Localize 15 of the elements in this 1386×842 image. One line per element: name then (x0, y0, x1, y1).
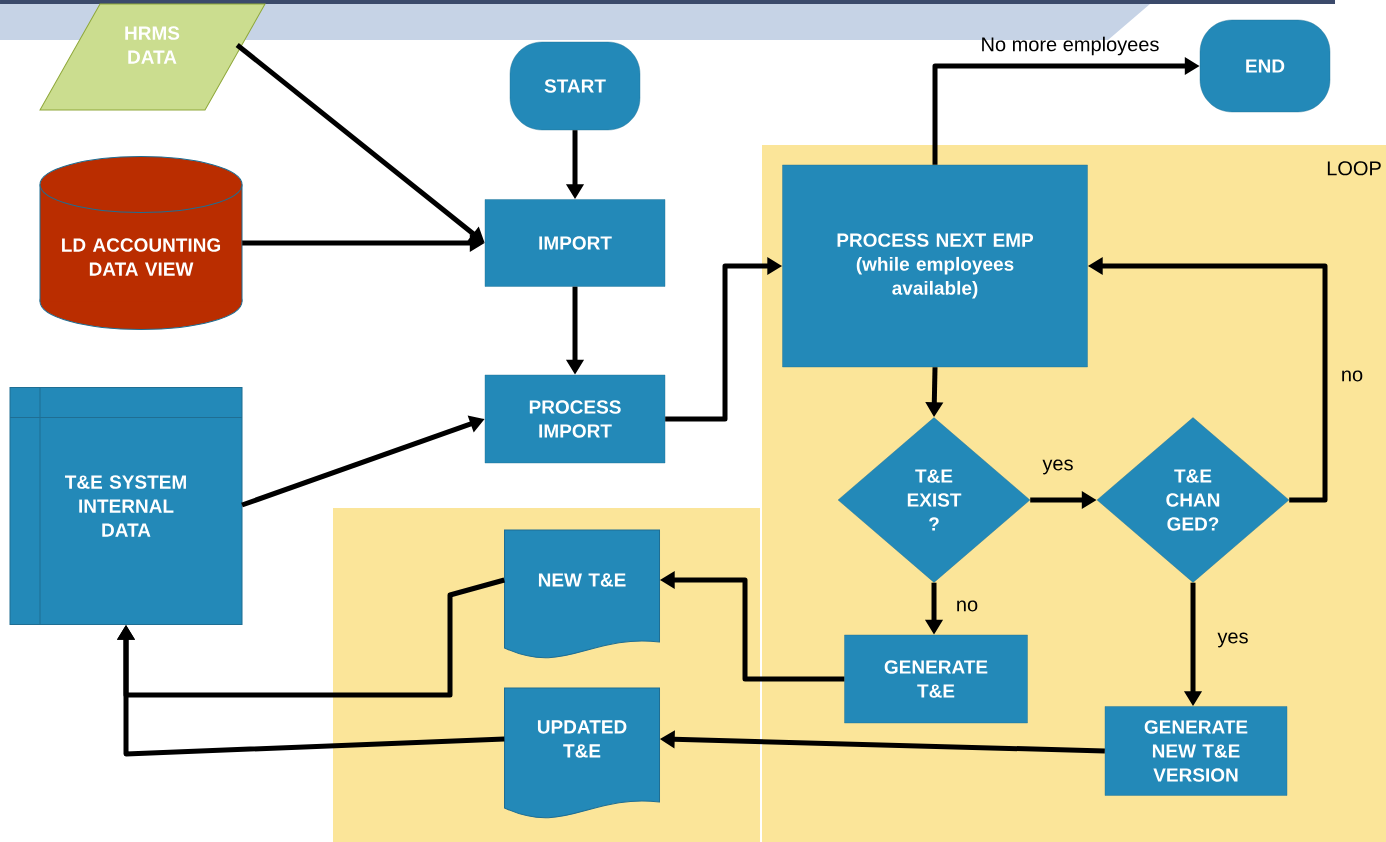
edge-label: yes (1217, 632, 1248, 648)
process-box: PROCESS NEXT EMP (while employees available) (782, 164, 1088, 368)
data-parallelogram: HRMS DATA (39, 3, 266, 111)
process-box: GENERATE NEW T&E VERSION (1104, 706, 1288, 796)
edge-label: No more employees (982, 36, 1159, 56)
process-box: PROCESS IMPORT (484, 374, 666, 464)
process-box: IMPORT (484, 199, 666, 287)
edge-label: yes (1042, 459, 1073, 475)
data-store-box: T&E SYSTEM INTERNAL DATA (9, 387, 243, 625)
process-box: GENERATE T&E (844, 634, 1028, 724)
start-terminal: START (509, 41, 641, 131)
edge-label: no (957, 600, 978, 612)
end-terminal: END (1199, 19, 1331, 113)
edge-label: no (1342, 370, 1363, 382)
database-cylinder: LD ACCOUNTING DATA VIEW (39, 156, 243, 330)
